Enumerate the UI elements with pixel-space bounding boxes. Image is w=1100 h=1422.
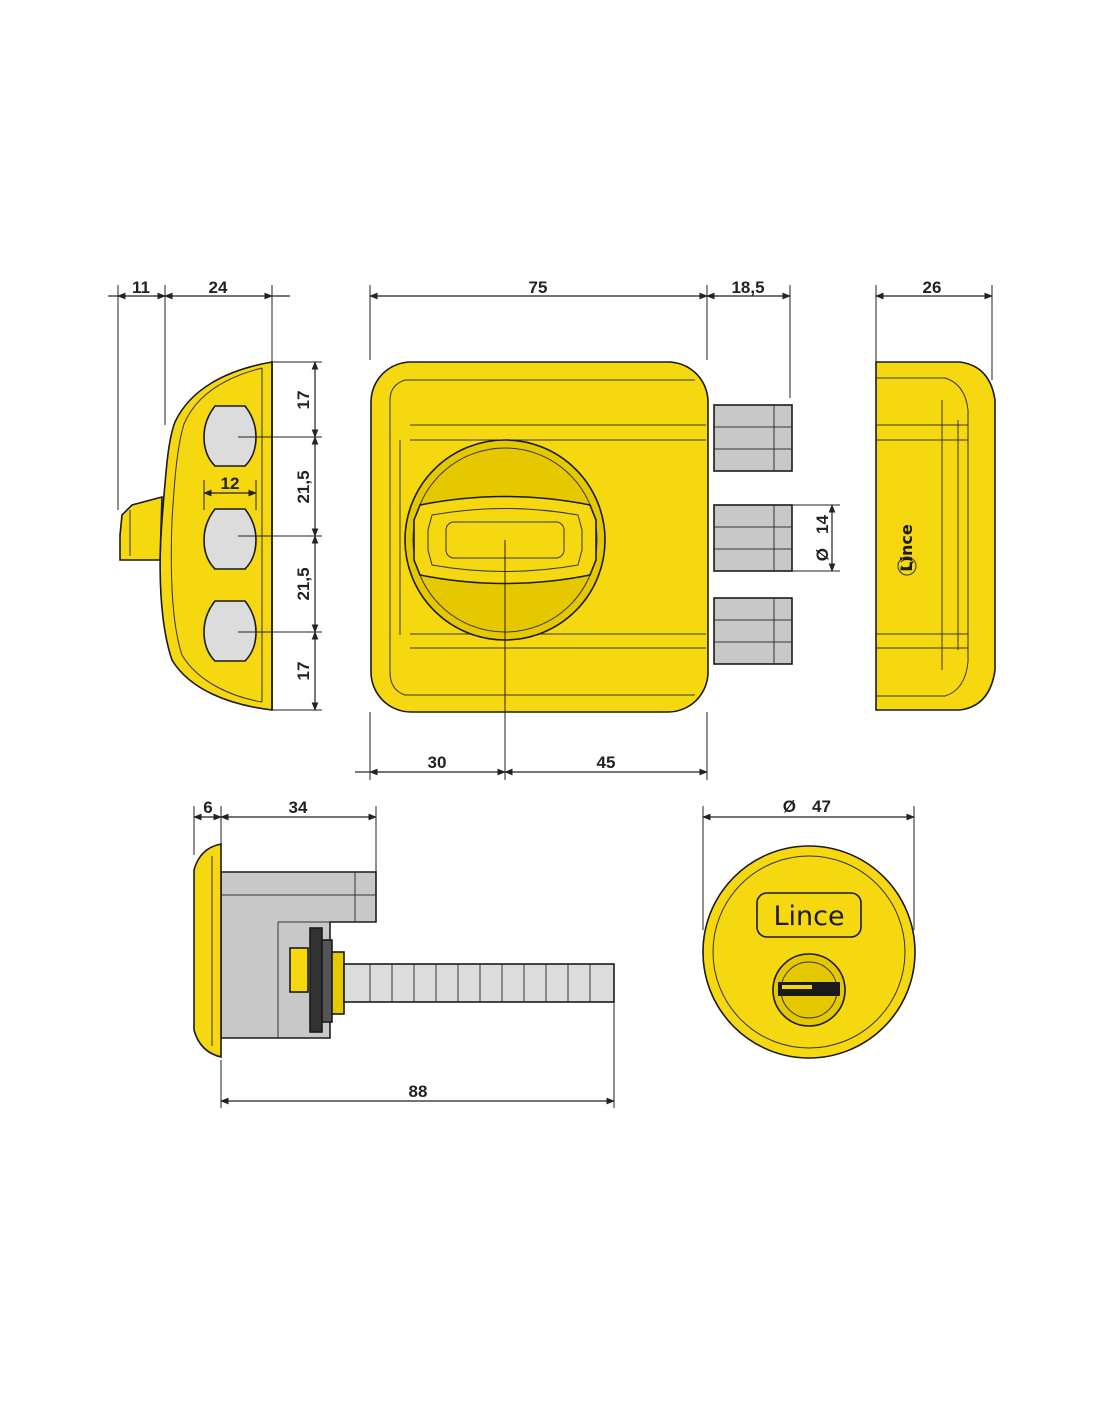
dim-label-88: 88 [409, 1082, 428, 1101]
bolt-middle [713, 504, 793, 572]
dim-label-45: 45 [597, 753, 616, 772]
rosette-front-view: Ø 47 Lince [702, 797, 916, 1059]
dim-label-26: 26 [923, 278, 942, 297]
brand-label: Lince [773, 901, 844, 932]
dim-label-34: 34 [289, 798, 308, 817]
rosette [702, 845, 916, 1059]
dim-label-6: 6 [203, 798, 212, 817]
dim-label-17-top: 17 [294, 391, 313, 410]
front-view: 75 18,5 [355, 278, 840, 780]
dim-label-14: 14 [813, 515, 832, 534]
cylinder-side-view: 6 34 88 [193, 798, 615, 1108]
side-brand-label: Lince [897, 524, 916, 572]
bolt-bottom [713, 597, 793, 665]
dim-label-12: 12 [221, 474, 240, 493]
dim-label-21-5-a: 21,5 [294, 470, 313, 503]
dim-label-75: 75 [529, 278, 548, 297]
dim-label-diameter-symbol: Ø [813, 548, 832, 561]
bolt-top [713, 404, 793, 472]
tailpiece [343, 963, 615, 1003]
dim-label-rosette-diameter-symbol: Ø [783, 797, 796, 816]
dim-label-24: 24 [209, 278, 228, 297]
dim-label-18-5: 18,5 [731, 278, 764, 297]
left-side-view: 11 24 12 17 21,5 21,5 17 [108, 278, 322, 711]
lince-logo-icon [897, 556, 917, 576]
cylinder-flange [193, 843, 222, 1059]
dim-label-21-5-b: 21,5 [294, 567, 313, 600]
dim-label-11: 11 [132, 278, 150, 297]
dim-label-30: 30 [428, 753, 447, 772]
brand-plate [756, 892, 862, 938]
right-side-view: 26 Lince [875, 278, 996, 711]
dim-label-17-bottom: 17 [294, 662, 313, 681]
dim-label-47: 47 [812, 797, 831, 816]
